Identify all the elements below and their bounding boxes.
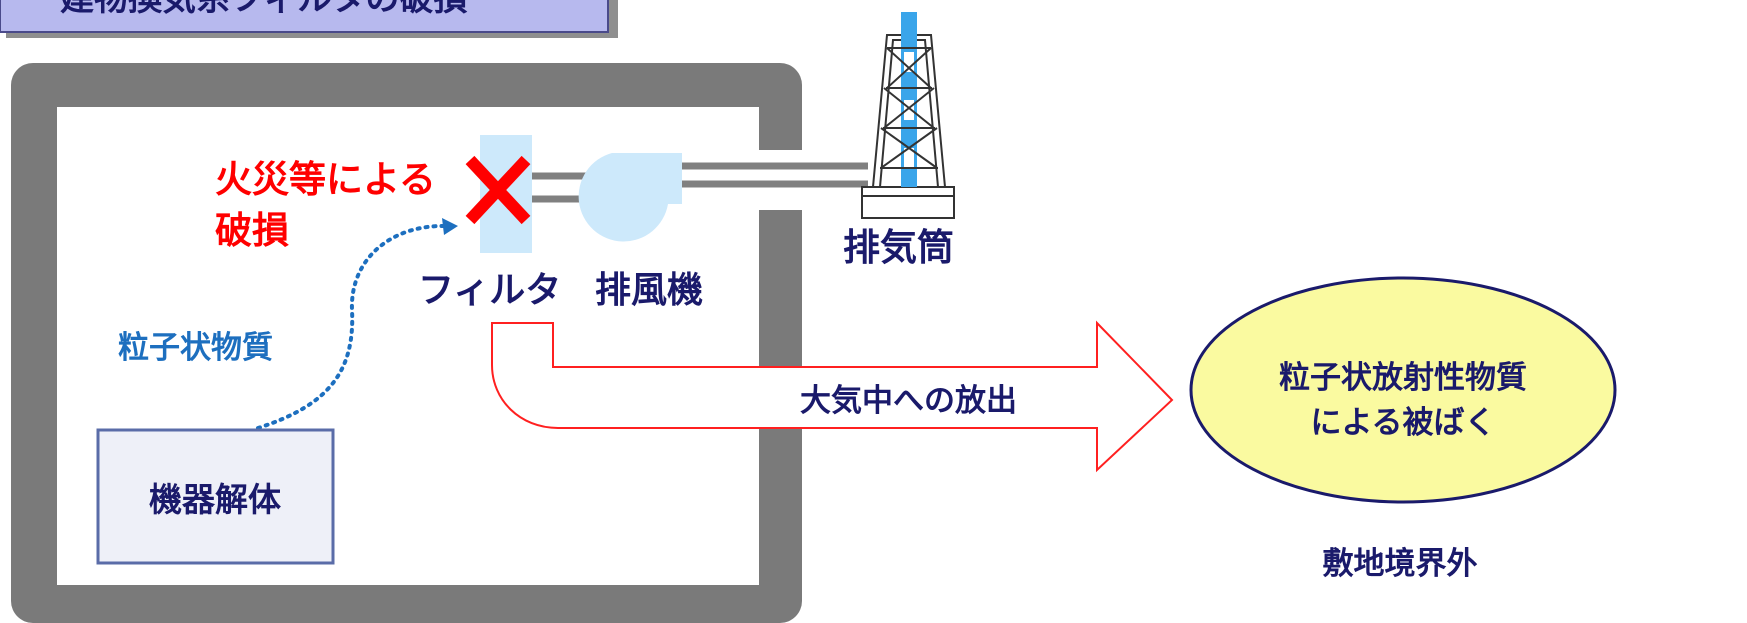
- damage-label-line2: 破損: [215, 209, 289, 252]
- filter-label: フィルタ: [418, 270, 561, 311]
- offsite-label: 敷地境界外: [1323, 546, 1478, 582]
- equipment-label: 機器解体: [149, 480, 281, 519]
- fan-shape: [578, 153, 682, 242]
- stack-label: 排気筒: [843, 226, 954, 269]
- damage-label-line1: 火災等による: [215, 158, 436, 201]
- exposure-ellipse: [1189, 276, 1617, 504]
- release-label: 大気中への放出: [800, 383, 1017, 419]
- particulate-label: 粒子状物質: [118, 330, 273, 366]
- exposure-label-line1: 粒子状放射性物質: [1279, 360, 1527, 396]
- fan-label: 排風機: [595, 270, 703, 311]
- exposure-label-line2: による被ばく: [1310, 405, 1495, 441]
- title-tab-text: 建物換気系フィルタの破損: [60, 0, 467, 19]
- particle-flow-arrowhead-icon: [442, 218, 458, 235]
- title-tab-box: [0, 0, 609, 33]
- release-arrow: [491, 320, 1174, 473]
- duct-fan-to-stack: [675, 162, 868, 188]
- title-tab: 建物換気系フィルタの破損: [0, 0, 618, 38]
- particle-flow-path: [256, 223, 447, 430]
- stack-icon: [861, 12, 955, 219]
- equipment-box: [96, 428, 335, 565]
- wall-opening: [759, 150, 802, 210]
- damage-x-icon: [465, 155, 531, 225]
